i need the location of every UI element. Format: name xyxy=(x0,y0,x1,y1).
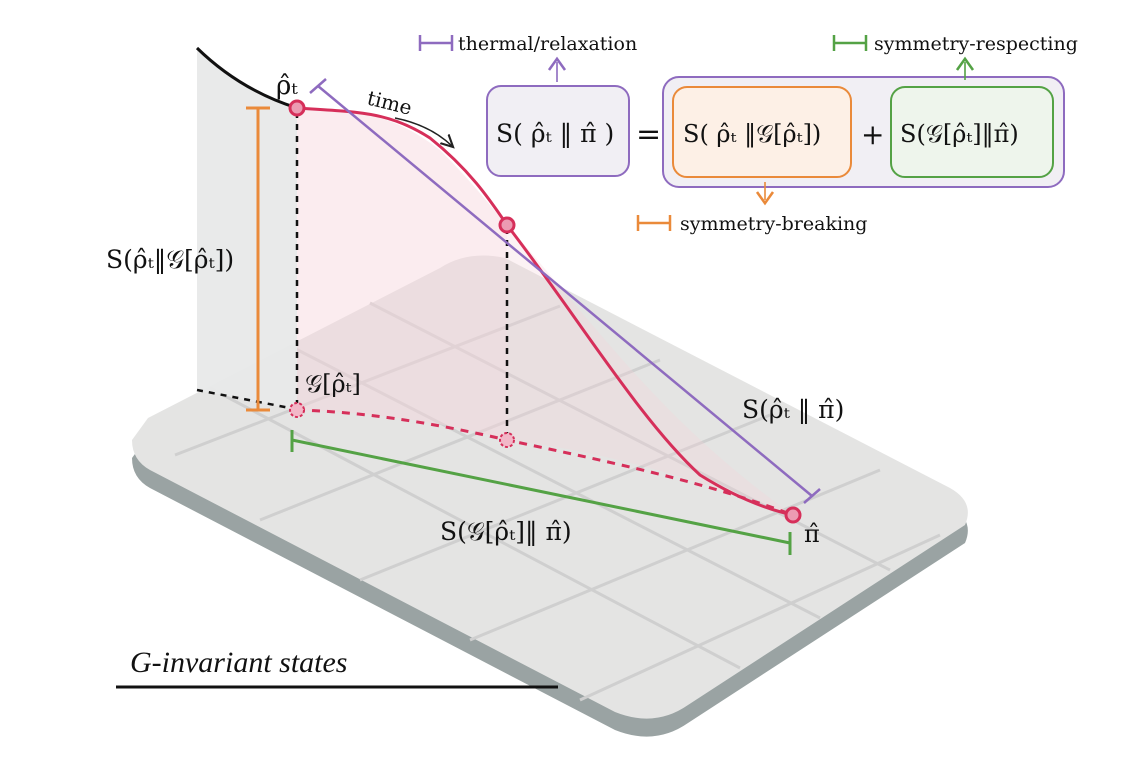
label-rho-t: ρ̂ₜ xyxy=(276,71,298,101)
equation-term2-box xyxy=(890,86,1054,178)
projection-lines xyxy=(196,112,509,435)
diagonal-relative-entropy-bracket xyxy=(309,78,821,504)
equation-term1: S( ρ̂ₜ ‖𝒢[ρ̂ₜ]) xyxy=(683,120,821,149)
g-invariant-plane xyxy=(132,255,968,737)
time-arrow xyxy=(394,117,452,146)
trajectory-history-curve xyxy=(195,46,298,110)
symmetry-breaking-bracket xyxy=(246,106,270,412)
equation-lhs: S( ρ̂ₜ ‖ π̂ ) xyxy=(496,119,614,149)
state-marker-rho-t xyxy=(288,99,306,117)
equation-term1-box xyxy=(672,86,852,178)
label-left-bracket: S(ρ̂ₜ‖𝒢[ρ̂ₜ]) xyxy=(106,245,234,275)
state-marker-mid xyxy=(498,216,516,234)
pink-curtain-lower xyxy=(507,225,793,515)
plane-label: G-invariant states xyxy=(130,646,348,679)
equation-term2: S(𝒢[ρ̂ₜ]‖π̂) xyxy=(900,120,1019,149)
legend-thermal-label: thermal/relaxation xyxy=(458,33,637,55)
legend-symmetry-respecting: symmetry-respecting xyxy=(832,33,1078,80)
state-marker-g-rho-t xyxy=(289,402,305,418)
legend-symmetry-breaking-label: symmetry-breaking xyxy=(680,213,867,235)
vertical-wall xyxy=(197,48,297,410)
state-marker-mid-projected xyxy=(499,432,515,448)
legend-symmetry-respecting-label: symmetry-respecting xyxy=(874,33,1078,55)
legend-symmetry-breaking: symmetry-breaking xyxy=(636,182,867,235)
label-diagonal: S(ρ̂ₜ ‖ π̂) xyxy=(742,395,844,425)
symmetry-respecting-bracket xyxy=(290,430,792,555)
trajectory-curve xyxy=(296,106,794,517)
projected-trajectory xyxy=(296,408,794,517)
pink-curtain xyxy=(297,108,507,440)
label-bottom-bracket: S(𝒢[ρ̂ₜ]‖ π̂) xyxy=(440,517,572,547)
legend-thermal: thermal/relaxation xyxy=(418,33,637,82)
label-g-rho-t: 𝒢[ρ̂ₜ] xyxy=(305,370,361,398)
state-marker-pi xyxy=(784,506,802,524)
equation-lhs-box xyxy=(486,85,630,177)
equation: S( ρ̂ₜ ‖ π̂ ) = S( ρ̂ₜ ‖𝒢[ρ̂ₜ]) + S(𝒢[ρ̂… xyxy=(486,76,1065,188)
equation-equals: = xyxy=(636,117,661,152)
label-pi-hat: π̂ xyxy=(804,520,820,548)
equation-plus: + xyxy=(861,118,884,151)
